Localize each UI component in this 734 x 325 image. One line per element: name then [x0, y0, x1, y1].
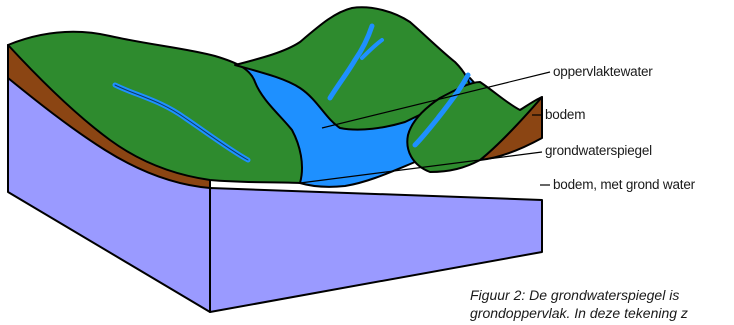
label-oppervlaktewater: oppervlaktewater: [553, 64, 653, 80]
caption-line-1: Figuur 2: De grondwaterspiegel is: [470, 286, 688, 304]
label-grondwaterspiegel: grondwaterspiegel: [545, 143, 652, 159]
label-bodem: bodem: [545, 107, 585, 123]
figure-caption: Figuur 2: De grondwaterspiegel is grondo…: [470, 286, 688, 322]
label-bodem-met-grondwater: bodem, met grond water: [553, 177, 695, 193]
caption-line-2: grondoppervlak. In deze tekening z: [470, 304, 688, 322]
